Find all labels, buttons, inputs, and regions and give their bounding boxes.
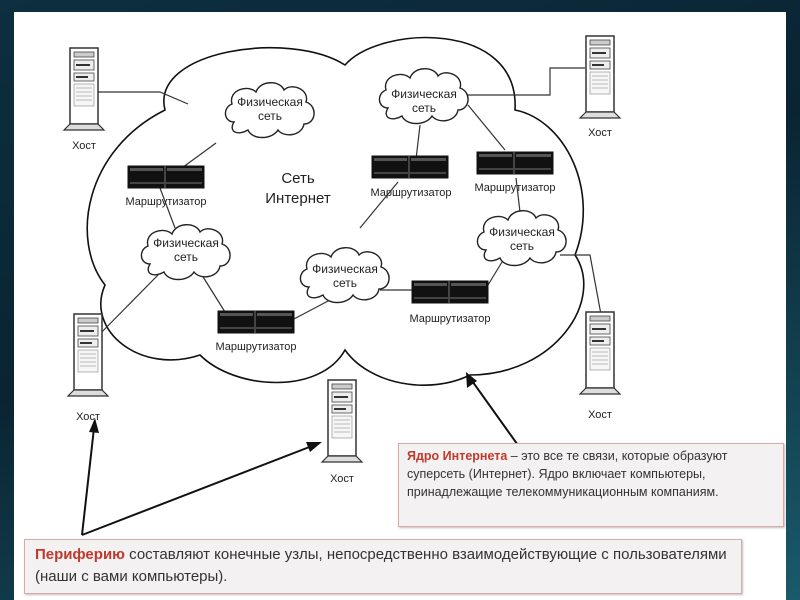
physical-net-label-3b: сеть [174,250,198,264]
physical-net-label-5b: сеть [510,239,534,253]
physical-net-label-5a: Физическая [489,225,555,239]
host-icon-4 [579,311,621,395]
host-icon-2 [579,35,621,119]
router-icon-5 [411,280,489,304]
internet-label-line2: Интернет [265,190,331,207]
core-term: Ядро Интернета [407,449,508,463]
physical-net-label-3a: Физическая [153,236,219,250]
router-icon-1 [127,165,205,189]
physical-net-label-2a: Физическая [391,87,457,101]
host-label-5: Хост [330,473,354,485]
periphery-definition-box: Периферию составляют конечные узлы, непо… [24,539,742,594]
arrow-heads [89,372,477,452]
router-label-1: Маршрутизатор [125,196,206,208]
host-icon-3 [67,313,109,397]
host-label-4: Хост [588,409,612,421]
physical-net-label-1b: сеть [258,109,282,123]
router-label-2: Маршрутизатор [370,187,451,199]
router-icon-2 [371,155,449,179]
physical-net-label-4b: сеть [333,276,357,290]
physical-net-label-4a: Физическая [312,262,378,276]
core-definition-box: Ядро Интернета – это все те связи, котор… [398,443,784,527]
router-icon-4 [217,310,295,334]
internet-label-line1: Сеть [281,170,315,187]
router-label-3: Маршрутизатор [474,182,555,194]
router-label-5: Маршрутизатор [409,313,490,325]
pointer-arrows [81,377,521,536]
host-label-3: Хост [76,411,100,423]
internet-cloud [86,36,585,386]
host-label-2: Хост [588,127,612,139]
host-icon-5 [321,379,363,463]
host-icon-1 [63,47,105,131]
physical-net-label-1a: Физическая [237,95,303,109]
router-label-4: Маршрутизатор [215,341,296,353]
periphery-term: Периферию [35,546,125,563]
physical-net-label-2b: сеть [412,101,436,115]
host-label-1: Хост [72,140,96,152]
router-icon-3 [476,151,554,175]
core-text: – это все те связи, которые образуют суп… [407,449,728,499]
periphery-text: составляют конечные узлы, непосредственн… [35,546,727,585]
